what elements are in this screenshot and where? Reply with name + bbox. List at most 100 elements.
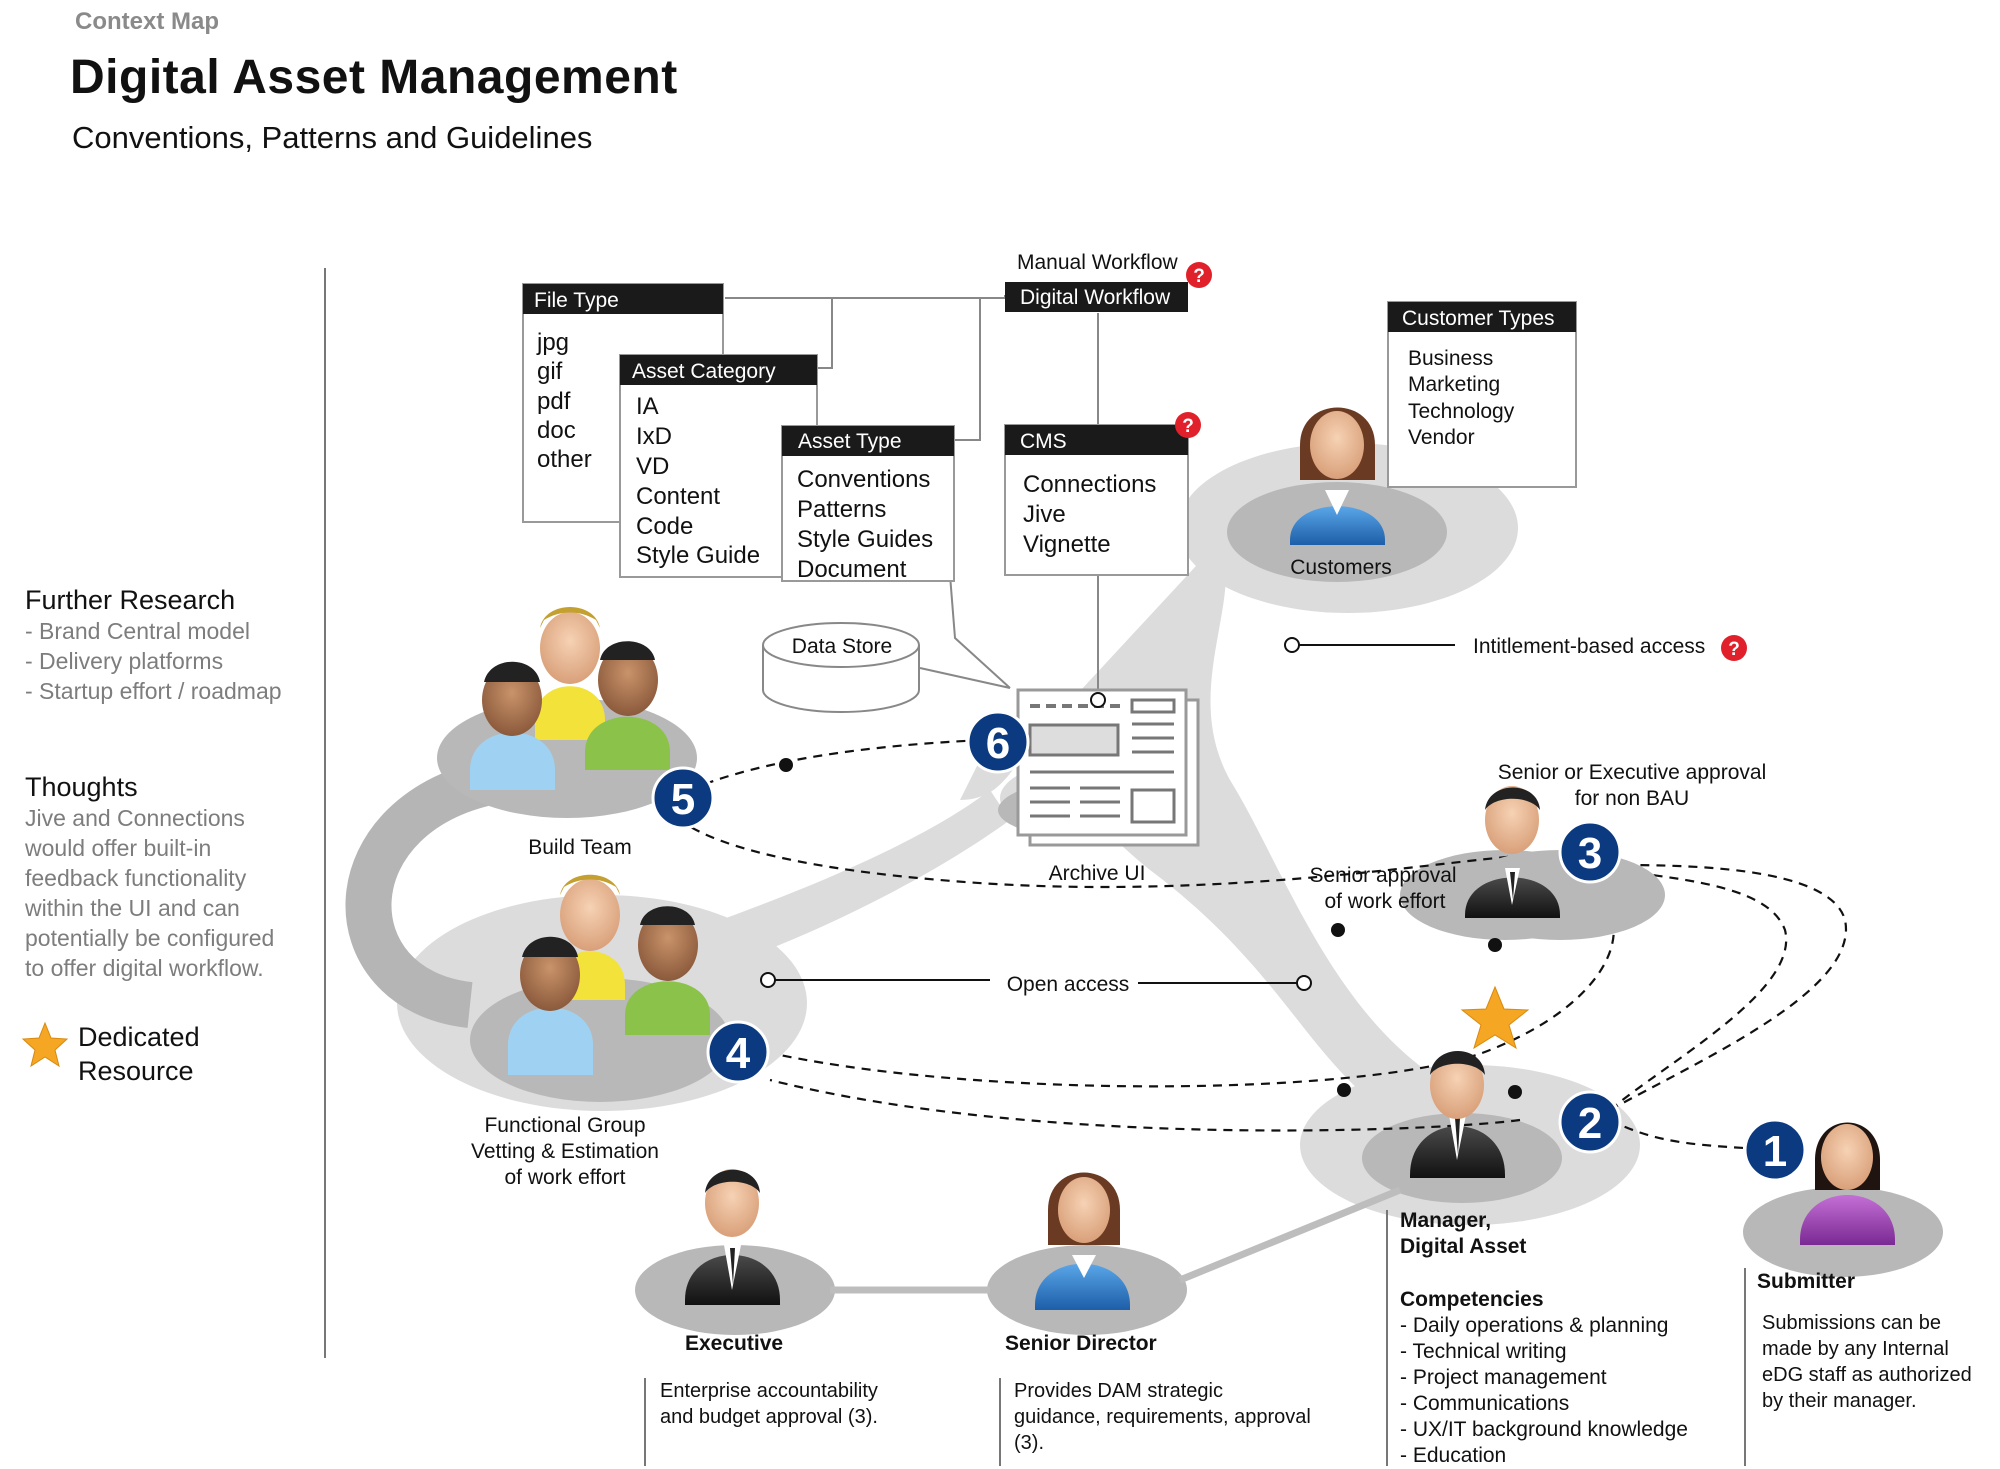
- step-badge-2: [1558, 1090, 1622, 1154]
- legend-label: Dedicated Resource: [78, 1020, 200, 1088]
- file-type-item: gif: [537, 358, 563, 385]
- competency-item: - Education: [1400, 1444, 1507, 1467]
- step-number: 2: [1578, 1099, 1602, 1148]
- entitlement-access-label: Intitlement-based access: [1473, 635, 1705, 658]
- manager-competencies: Competencies - Daily operations & planni…: [1400, 1287, 1688, 1469]
- cms-item: Jive: [1023, 501, 1066, 528]
- legend-star-icon: [20, 1020, 70, 1070]
- entitlement-access-node: [1284, 637, 1300, 653]
- open-access-label: Open access: [1007, 973, 1130, 996]
- manager-name-line: Manager,: [1400, 1209, 1492, 1232]
- step-badge-1: [1743, 1118, 1807, 1182]
- further-research-item: - Delivery platforms: [25, 648, 224, 674]
- question-mark-label: ?: [1193, 266, 1205, 287]
- further-research-item: - Startup effort / roadmap: [25, 678, 282, 704]
- asset-category-item: VD: [636, 453, 669, 480]
- thoughts-line: to offer digital workflow.: [25, 955, 264, 981]
- manager-role-name: Manager, Digital Asset: [1400, 1208, 1526, 1260]
- asset-category-item: IxD: [636, 423, 672, 450]
- competency-item: - Communications: [1400, 1392, 1570, 1415]
- submitter-desc-line: by their manager.: [1762, 1390, 1917, 1412]
- open-access-node-right: [1296, 975, 1312, 991]
- digital-workflow-title: Digital Workflow: [1020, 286, 1171, 309]
- submitter-desc-line: made by any Internal: [1762, 1338, 1949, 1360]
- page-title: Digital Asset Management: [70, 51, 678, 104]
- asset-category-item: Code: [636, 513, 693, 540]
- open-access-node-left: [760, 972, 776, 988]
- thoughts-line: would offer built-in: [25, 835, 212, 861]
- cms-box: [1004, 424, 1189, 576]
- senior-exec-approval-label: Senior or Executive approval: [1498, 761, 1766, 784]
- customer-types-title: Customer Types: [1402, 307, 1555, 330]
- team-loop: [345, 757, 505, 1028]
- thoughts-line: within the UI and can: [25, 895, 240, 921]
- competency-item: - Technical writing: [1400, 1340, 1567, 1363]
- kicker-label: Context Map: [75, 8, 219, 35]
- executive-desc-line: and budget approval (3).: [660, 1406, 878, 1428]
- build-team-avatar-icon: [470, 607, 670, 790]
- functional-group-avatar-icon: [508, 874, 710, 1075]
- file-type-item: doc: [537, 417, 576, 444]
- legend-label-line: Dedicated: [78, 1022, 200, 1052]
- step-number: 5: [671, 775, 695, 824]
- access-lines: [772, 644, 1455, 984]
- archive-ui-icon: [1000, 688, 1200, 847]
- functional-group-label: of work effort: [505, 1166, 626, 1189]
- data-store-label: Data Store: [792, 635, 892, 658]
- senior-director-divider: [999, 1378, 1001, 1466]
- asset-type-item: Style Guides: [797, 526, 933, 553]
- customer-type-item: Vendor: [1408, 426, 1475, 449]
- senior-director-role-name: Senior Director: [1005, 1332, 1157, 1355]
- asset-category-item: Style Guide: [636, 542, 760, 569]
- step-badge-4: [706, 1020, 770, 1084]
- thoughts-line: potentially be configured: [25, 925, 275, 951]
- customer-avatar-icon: [1290, 407, 1385, 545]
- file-type-item: other: [537, 446, 592, 473]
- asset-type-item: Document: [797, 556, 907, 583]
- cms-item: Vignette: [1023, 531, 1111, 558]
- question-mark-label: ?: [1182, 416, 1194, 437]
- further-research-item: - Brand Central model: [25, 618, 250, 644]
- data-store-cylinder: [762, 622, 920, 713]
- senior-director-desc-line: (3).: [1014, 1432, 1044, 1454]
- senior-director-desc-line: guidance, requirements, approval: [1014, 1406, 1311, 1428]
- question-icon: [1175, 262, 1747, 661]
- submitter-desc-line: Submissions can be: [1762, 1312, 1941, 1334]
- customers-label: Customers: [1290, 556, 1392, 579]
- executive-avatar-icon: [685, 1169, 780, 1305]
- asset-category-item: IA: [636, 393, 659, 420]
- asset-type-title: Asset Type: [798, 430, 902, 453]
- manager-avatar-icon: [1410, 1051, 1505, 1178]
- step-badge-3: [1558, 820, 1622, 884]
- senior-director-description: Provides DAM strategic guidance, require…: [1014, 1378, 1311, 1456]
- thoughts-heading: Thoughts: [25, 772, 138, 802]
- manager-divider: [1386, 1210, 1388, 1466]
- page-subtitle: Conventions, Patterns and Guidelines: [72, 120, 593, 155]
- submitter-role-name: Submitter: [1757, 1270, 1856, 1293]
- sidebar-divider: [324, 268, 326, 1358]
- senior-approval-label: Senior approval: [1309, 864, 1456, 887]
- step-badge-5: [651, 766, 715, 830]
- asset-category-title: Asset Category: [632, 360, 776, 383]
- asset-type-box: [781, 425, 955, 582]
- submitter-divider: [1744, 1268, 1746, 1466]
- further-research-section: Further Research - Brand Central model -…: [25, 585, 282, 706]
- functional-group-label: Functional Group: [484, 1114, 645, 1137]
- competency-item: - UX/IT background knowledge: [1400, 1418, 1688, 1441]
- legend-label-line: Resource: [78, 1056, 194, 1086]
- step-number: 6: [986, 719, 1010, 768]
- competencies-heading: Competencies: [1400, 1288, 1544, 1311]
- submitter-description: Submissions can be made by any Internal …: [1762, 1310, 1972, 1414]
- customer-type-item: Marketing: [1408, 373, 1500, 396]
- senior-approval-label: of work effort: [1325, 890, 1446, 913]
- executive-desc-line: Enterprise accountability: [660, 1380, 878, 1402]
- executive-divider: [644, 1378, 646, 1466]
- submitter-desc-line: eDG staff as authorized: [1762, 1364, 1972, 1386]
- thoughts-section: Thoughts Jive and Connections would offe…: [25, 772, 274, 983]
- thoughts-line: Jive and Connections: [25, 805, 245, 831]
- thoughts-line: feedback functionality: [25, 865, 247, 891]
- asset-category-item: Content: [636, 483, 720, 510]
- executive-role-name: Executive: [685, 1332, 784, 1355]
- file-type-title: File Type: [534, 289, 619, 312]
